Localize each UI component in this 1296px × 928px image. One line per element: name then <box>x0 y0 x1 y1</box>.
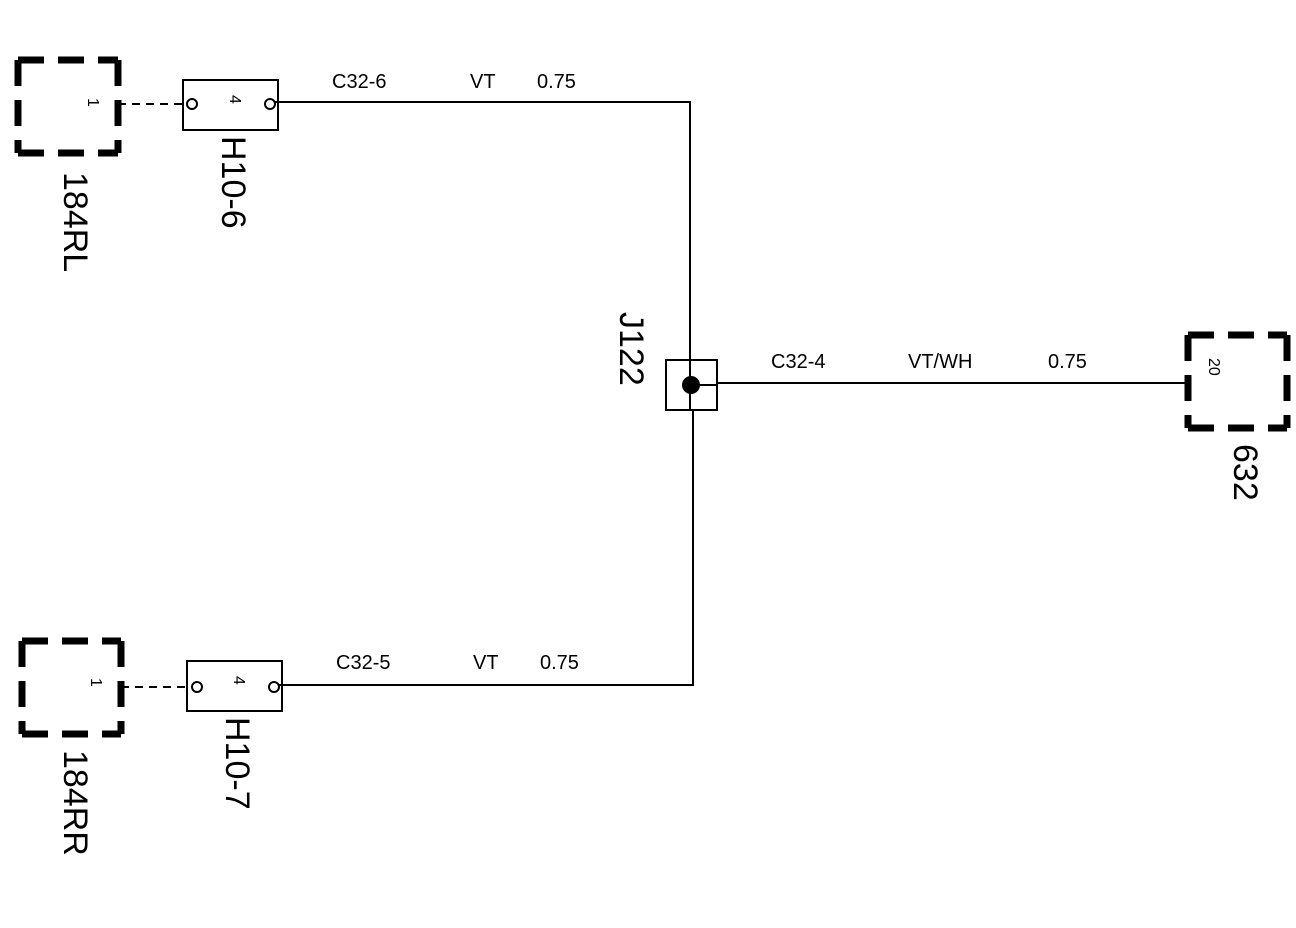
wire-c32-5-circuit: C32-5 <box>336 652 390 674</box>
component-184rl-label: 184RL <box>56 172 94 272</box>
connector-h10-7-pin-right <box>268 681 280 693</box>
component-184rl: 1 184RL <box>14 56 122 272</box>
connector-h10-7-label: H10-7 <box>218 717 256 810</box>
splice-j122: J122 <box>612 312 718 411</box>
wire-c32-4-circuit: C32-4 <box>771 351 825 373</box>
component-184rr: 1 184RR <box>18 637 125 856</box>
connector-h10-7-pin: 4 <box>230 676 247 685</box>
connector-h10-6-body <box>182 79 279 131</box>
component-184rl-pin: 1 <box>84 98 101 107</box>
wire-c32-6 <box>275 101 691 383</box>
wire-c32-6-size: 0.75 <box>537 71 576 93</box>
connector-h10-7-pin-left <box>191 681 203 693</box>
wire-network <box>275 101 1188 686</box>
component-184rr-outline <box>18 637 125 738</box>
connector-h10-6-pin: 4 <box>226 95 243 104</box>
wire-c32-5-size: 0.75 <box>540 652 579 674</box>
component-184rr-pin: 1 <box>87 678 104 687</box>
splice-j122-label: J122 <box>612 312 650 386</box>
wire-c32-4-color: VT/WH <box>908 351 972 373</box>
component-184rr-label: 184RR <box>56 750 94 856</box>
component-632: 20 632 <box>1184 331 1291 501</box>
wire-c32-5 <box>279 383 694 686</box>
connector-h10-7: 4 H10-7 <box>186 660 283 810</box>
component-184rl-outline <box>14 56 122 157</box>
wire-c32-4-size: 0.75 <box>1048 351 1087 373</box>
connector-h10-6: 4 H10-6 <box>182 79 279 229</box>
component-632-label: 632 <box>1226 444 1264 501</box>
wire-c32-6-color: VT <box>470 71 496 93</box>
connector-h10-6-pin-left <box>186 98 198 110</box>
connector-h10-6-label: H10-6 <box>214 136 252 229</box>
splice-j122-node <box>682 376 700 394</box>
component-632-pin: 20 <box>1205 358 1222 376</box>
wire-c32-5-color: VT <box>473 652 499 674</box>
component-632-outline <box>1184 331 1291 432</box>
wire-c32-6-circuit: C32-6 <box>332 71 386 93</box>
connector-h10-6-pin-right <box>264 98 276 110</box>
